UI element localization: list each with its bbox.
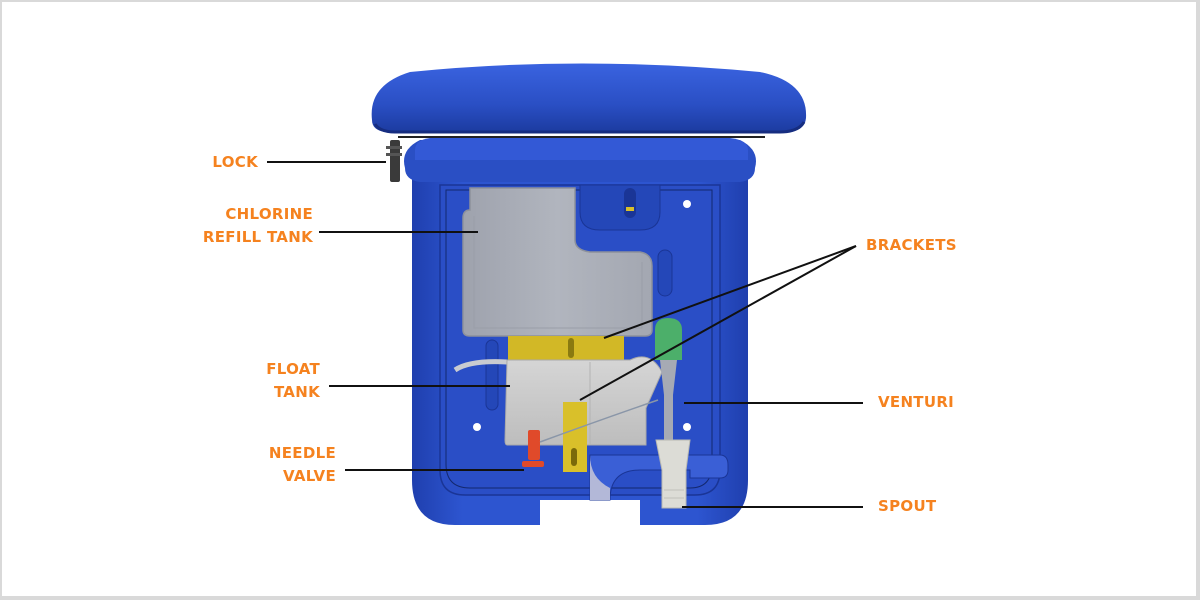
venturi bbox=[655, 318, 682, 440]
label-brackets: BRACKETS bbox=[866, 236, 957, 254]
leader-lines bbox=[267, 161, 863, 508]
label-lock: LOCK bbox=[212, 153, 258, 171]
upper-bracket bbox=[508, 336, 624, 364]
dispenser-lid bbox=[371, 63, 807, 182]
lock-mechanism bbox=[386, 140, 402, 182]
float-tank bbox=[453, 356, 663, 446]
top-mount bbox=[579, 184, 661, 231]
label-needle-valve: NEEDLE VALVE bbox=[268, 444, 336, 485]
chlorine-refill-tank bbox=[462, 187, 653, 337]
needle-valve bbox=[522, 399, 659, 467]
label-spout: SPOUT bbox=[878, 497, 937, 515]
label-chlorine-refill-tank: CHLORINE REFILL TANK bbox=[202, 205, 313, 246]
leader-brackets-upper bbox=[603, 245, 857, 339]
label-venturi: VENTURI bbox=[878, 393, 955, 411]
lower-bracket bbox=[563, 402, 587, 472]
label-float-tank: FLOAT TANK bbox=[266, 360, 320, 401]
leader-brackets-lower bbox=[579, 245, 857, 401]
spout-housing bbox=[589, 454, 729, 501]
